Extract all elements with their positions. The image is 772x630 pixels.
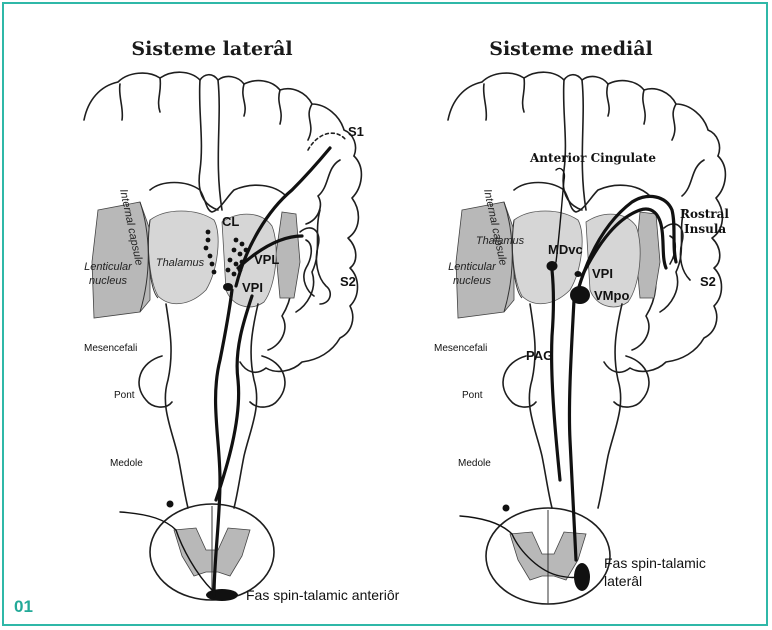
label-vpl: VPL (254, 252, 279, 267)
brainstem-left (165, 304, 258, 508)
drg-neuron-left (167, 501, 174, 508)
label-vmpo: VMpo (594, 288, 629, 303)
midline-right (563, 80, 586, 210)
label-thalamus-right: Thalamus (476, 235, 525, 247)
label-s2-left: S2 (340, 274, 356, 289)
label-mdvc: MDvc (548, 242, 583, 257)
lateral-tract-right (574, 563, 590, 591)
label-lenticular-left-2: nucleus (89, 275, 127, 287)
label-lenticular-left-1: Lenticular (84, 261, 133, 273)
medial-system-title: Sisteme mediâl (489, 38, 653, 60)
lateral-system-panel: Sisteme laterâl (84, 38, 400, 603)
cortex-gyri-right (484, 78, 676, 140)
ventricle-left (150, 183, 286, 213)
label-medole-right: Medole (458, 458, 491, 469)
reticular-fiber-left (216, 296, 252, 500)
label-vpi-left: VPI (242, 280, 263, 295)
s1-region-left (308, 133, 346, 150)
label-lenticular-right-2: nucleus (453, 275, 491, 287)
figure-number: 01 (14, 597, 33, 616)
label-lenticular-right-1: Lenticular (448, 261, 497, 273)
pag-fiber-right (552, 270, 560, 480)
pons-left (139, 356, 285, 407)
label-anterior-tract: Fas spin-talamic anteriôr (246, 587, 400, 603)
midline-left (199, 80, 222, 210)
spinothalamic-tract-right (569, 300, 576, 560)
cortex-gyri-left (120, 78, 312, 140)
label-cl: CL (222, 214, 239, 229)
label-s1: S1 (348, 124, 364, 139)
label-medole-left: Medole (110, 458, 143, 469)
label-lateral-tract-1: Fas spin-talamic (604, 555, 706, 571)
brainstem-right (529, 304, 622, 508)
label-pont-left: Pont (114, 390, 135, 401)
label-thalamus-left: Thalamus (156, 257, 205, 269)
anterior-tract-left (206, 589, 238, 601)
vpi-nucleus-right (575, 271, 582, 277)
vmpo-nucleus (570, 286, 590, 304)
label-lateral-tract-2: laterâl (604, 573, 642, 589)
pons-right (503, 356, 649, 407)
label-pont-right: Pont (462, 390, 483, 401)
vpi-nucleus-left (223, 283, 233, 291)
mdvc-nucleus (547, 261, 558, 271)
label-mesencefali-right: Mesencefali (434, 343, 487, 354)
thalamus-region-right (512, 211, 582, 304)
label-insula: Insula (684, 222, 726, 236)
label-rostral: Rostral (680, 207, 729, 221)
dorsal-root-left (120, 512, 176, 530)
lateral-system-title: Sisteme laterâl (131, 38, 292, 60)
label-mesencefali-left: Mesencefali (84, 343, 137, 354)
label-vpi-right: VPI (592, 266, 613, 281)
label-anterior-cingulate: Anterior Cingulate (529, 151, 656, 165)
medial-system-panel: Sisteme mediâl Anterior Cingulate Rostr (434, 38, 729, 604)
label-pag: PAG (526, 348, 553, 363)
label-s2-right: S2 (700, 274, 716, 289)
drg-neuron-right (503, 505, 510, 512)
dorsal-root-right (460, 516, 512, 534)
ventricle-right (514, 183, 650, 213)
putamen-right-left (276, 212, 300, 298)
